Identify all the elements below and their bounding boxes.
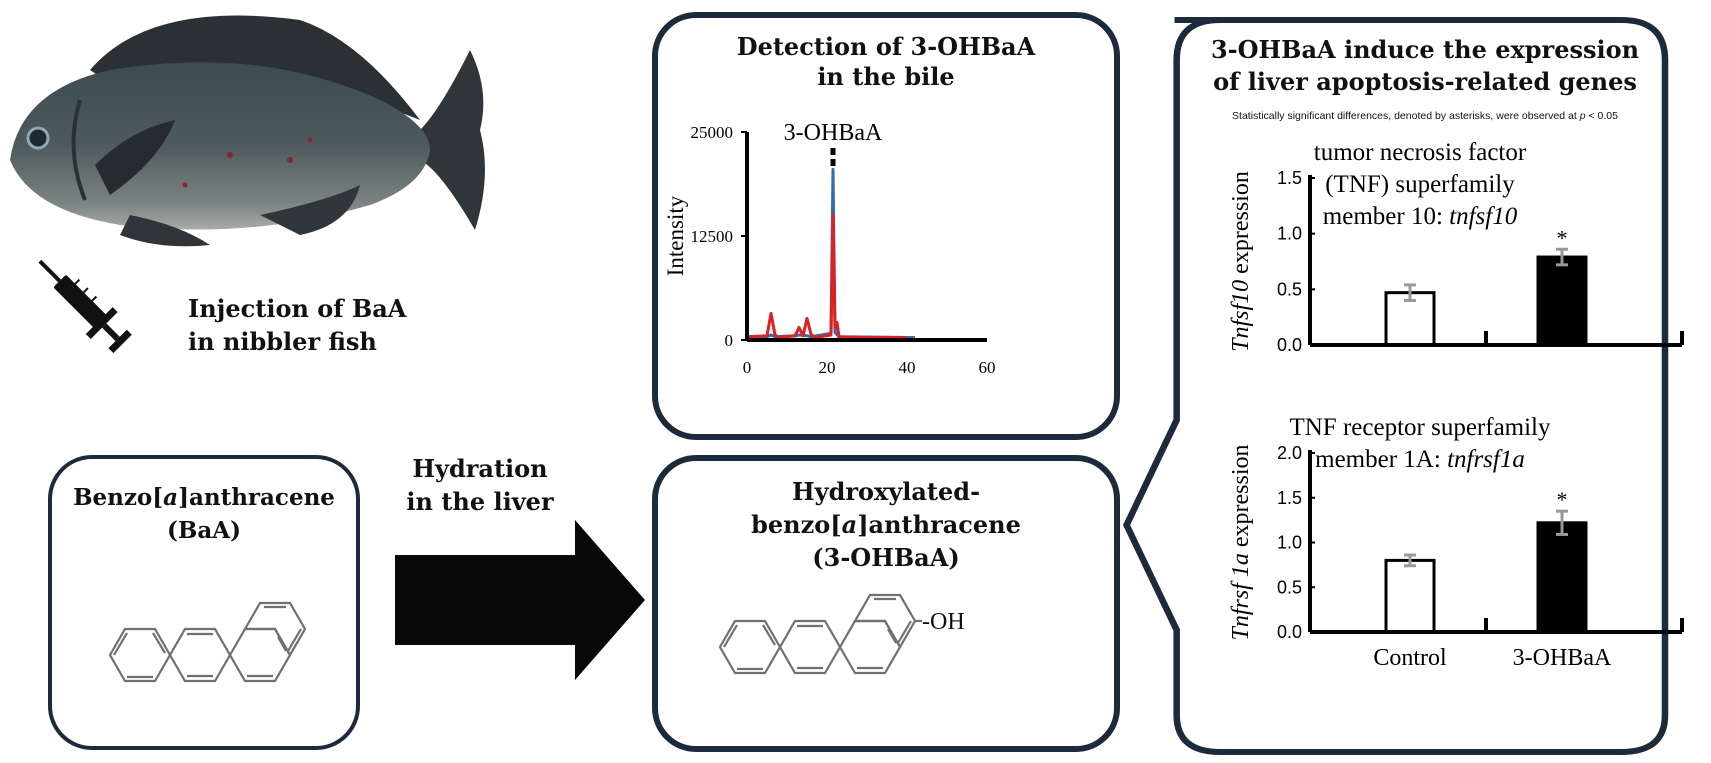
y-tick-label: 0	[725, 331, 734, 350]
y-tick-label: 2.0	[1277, 443, 1302, 463]
y-tick-label: 1.5	[1277, 488, 1302, 508]
ohbaa-title: Hydroxylated- benzo[a]anthracene (3-OHBa…	[658, 475, 1114, 574]
category-label: 3-OHBaA	[1513, 645, 1612, 671]
x-tick-label: 60	[979, 358, 996, 377]
genes-title-line2: of liver apoptosis-related genes	[1213, 67, 1637, 96]
baa-title: Benzo[a]anthracene (BaA)	[52, 481, 356, 547]
x-tick-label: 0	[743, 358, 752, 377]
x-tick-label: 20	[819, 358, 836, 377]
chart-title-line2: member 1A: tnfrsf1a	[1315, 446, 1525, 473]
series-line-2	[746, 213, 907, 339]
hydration-line2: in the liver	[406, 487, 554, 516]
chart-title-line2: (TNF) superfamily	[1325, 171, 1515, 198]
genes-title: 3-OHBaA induce the expression of liver a…	[1180, 34, 1670, 98]
bar-control	[1384, 558, 1436, 634]
y-tick-label: 0.5	[1277, 577, 1302, 597]
tnfrsf1a-bar-chart: TNF receptor superfamily member 1A: tnfrs…	[1228, 414, 1684, 671]
y-axis-label: Tnfsf10 expression	[1228, 171, 1254, 352]
x-tick-label: 40	[899, 358, 916, 377]
y-tick-label: 0.0	[1277, 335, 1302, 355]
ohbaa-abbrev: (3-OHBaA)	[812, 543, 960, 572]
y-tick-label: 0.0	[1277, 622, 1302, 642]
fish-illustration	[10, 15, 485, 247]
y-axis-label: Intensity	[663, 195, 688, 276]
ohbaa-line1: Hydroxylated-	[791, 477, 981, 506]
fish-caption-line2: in nibbler fish	[188, 327, 377, 356]
oh-group-label: -OH	[922, 609, 965, 635]
y-axis-label: Tnfrsf 1a expression	[1228, 444, 1254, 640]
y-tick-label: 1.0	[1277, 533, 1302, 553]
detection-panel: Detection of 3-OHBaA in the bile	[652, 12, 1120, 440]
significance-note: Statistically significant differences, d…	[1232, 110, 1618, 122]
detection-title-line2: in the bile	[817, 62, 955, 91]
y-tick-label: 0.5	[1277, 279, 1302, 299]
bar-treatment	[1536, 255, 1588, 347]
fish-caption-line1: Injection of BaA	[188, 294, 407, 323]
ohbaa-structure: -OH	[718, 593, 965, 675]
chart-title-line3: member 10: tnfsf10	[1323, 203, 1518, 230]
significance-asterisk: *	[1557, 225, 1568, 250]
baa-structure	[108, 601, 307, 683]
y-tick-label: 25000	[691, 123, 734, 142]
hydration-label: Hydration in the liver	[380, 452, 580, 518]
chromatogram-chart: Intensity 0 12500 25000 0 20 40 60 3-OHBaA	[663, 120, 996, 377]
genes-title-line1: 3-OHBaA induce the expression	[1210, 35, 1640, 64]
syringe-icon	[38, 259, 132, 354]
fish-caption: Injection of BaA in nibbler fish	[188, 292, 406, 358]
ohbaa-panel: Hydroxylated- benzo[a]anthracene (3-OHBa…	[652, 455, 1120, 752]
tnfsf10-bar-chart: tumor necrosis factor (TNF) superfamily me…	[1228, 139, 1684, 355]
significance-asterisk: *	[1557, 487, 1568, 512]
ohbaa-line2: benzo[a]anthracene	[751, 510, 1021, 539]
y-tick-label: 1.0	[1277, 224, 1302, 244]
bar-treatment	[1536, 521, 1588, 634]
category-label: Control	[1373, 645, 1447, 671]
detection-title: Detection of 3-OHBaA in the bile	[658, 32, 1114, 92]
baa-abbrev: (BaA)	[167, 517, 241, 544]
arrow-right-icon	[395, 520, 645, 680]
chart-title-line1: TNF receptor superfamily	[1289, 414, 1551, 441]
peak-label: 3-OHBaA	[784, 120, 883, 146]
baa-name: Benzo[a]anthracene	[73, 484, 335, 511]
hydration-line1: Hydration	[412, 454, 548, 483]
detection-title-line1: Detection of 3-OHBaA	[736, 32, 1036, 61]
genes-panel	[1122, 17, 1669, 755]
chart-title-line1: tumor necrosis factor	[1314, 139, 1527, 166]
baa-panel: Benzo[a]anthracene (BaA)	[48, 455, 360, 750]
y-tick-label: 12500	[691, 227, 734, 246]
y-tick-label: 1.5	[1277, 168, 1302, 188]
